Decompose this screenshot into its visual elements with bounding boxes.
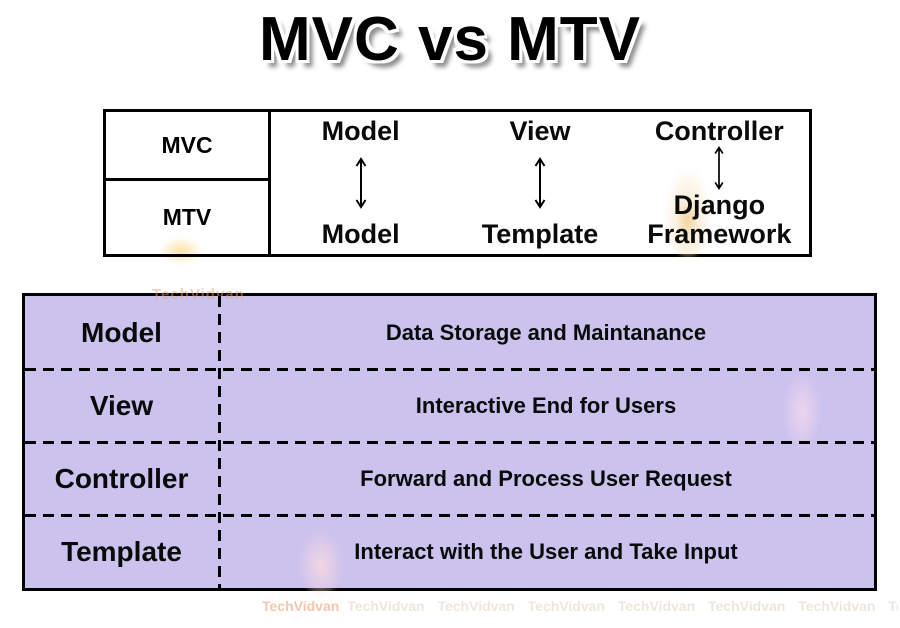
pair-model: Model Model [271, 112, 450, 254]
mvc-component-label: Model [321, 116, 400, 146]
up-down-arrow-icon [355, 156, 366, 209]
mvc-component-label: Controller [654, 116, 784, 146]
comparison-row-headers: MVC MTV [106, 112, 271, 254]
mtv-component-label: Model [321, 218, 400, 249]
term-label: Model [81, 316, 162, 348]
watermark-strip: TechVidvan TechVidvan TechVidvan TechVidv… [262, 597, 898, 615]
up-down-arrow-icon [534, 156, 546, 209]
definitions-table: Model Data Storage and Maintanance View … [22, 293, 877, 596]
term-label: View [89, 389, 154, 421]
mvc-component-label: View [509, 116, 571, 146]
mtv-component-label: Template [481, 218, 599, 249]
pair-view: View Template [450, 112, 629, 254]
term-description: Data Storage and Maintanance [385, 319, 707, 345]
page-title: MVC vs MTV [258, 5, 642, 74]
definition-row-view: View Interactive End for Users [25, 369, 874, 444]
term-label: Controller [54, 462, 189, 494]
term-description: Interact with the User and Take Input [354, 538, 738, 564]
definition-row-controller: Controller Forward and Process User Requ… [25, 442, 874, 517]
column-divider [218, 296, 221, 588]
mtv-component-label: Django Framework [647, 190, 792, 249]
watermark-text: TechVidvan [262, 598, 340, 614]
pair-controller: Controller Django Framework [630, 112, 809, 254]
up-down-arrow-icon [714, 146, 724, 191]
term-label: Template [61, 535, 182, 567]
term-description: Forward and Process User Request [360, 465, 732, 491]
comparison-table: MVC MTV Model Model View Template Contro… [103, 109, 812, 257]
watermark-text-repeated: TechVidvan TechVidvan TechVidvan TechVid… [347, 598, 898, 614]
definition-row-model: Model Data Storage and Maintanance [25, 296, 874, 371]
row-header-mvc: MVC [106, 112, 268, 181]
row-header-mtv: MTV [162, 204, 212, 230]
definition-row-template: Template Interact with the User and Take… [25, 515, 874, 588]
comparison-pairs: Model Model View Template Controller Dja… [271, 112, 809, 254]
term-description: Interactive End for Users [415, 392, 677, 418]
